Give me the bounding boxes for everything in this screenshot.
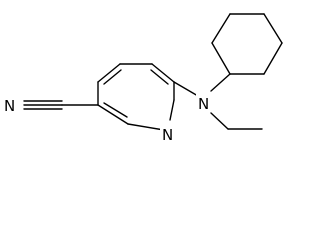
cyclohexyl-bond-4 (263, 13, 283, 44)
bond-amine-cyclohexyl (210, 73, 231, 92)
amine-nitrogen-label: N (198, 95, 209, 113)
amine-substituents (173, 73, 263, 130)
bond-c1-amine (173, 81, 199, 97)
pyridine-ring (97, 63, 175, 131)
bond-c6-c1-inner (150, 69, 169, 85)
bond-c4-c5 (97, 63, 121, 83)
ring-nitrogen-label: N (162, 126, 173, 144)
nitrile-group (23, 100, 99, 110)
chemical-structure-figure: N N N (2, 13, 283, 144)
bond-c2-c3-inner (103, 102, 128, 118)
bond-c4-c5-inner (103, 69, 122, 85)
bond-amine-ethyl-ch2 (210, 112, 229, 130)
cyclohexyl-bond-2 (211, 13, 231, 44)
bond-c1-ringn-lower (169, 99, 175, 121)
cyclohexyl-ring (211, 13, 283, 75)
cyclohexyl-bond-5 (263, 42, 283, 75)
molecule-diagram: N N N (2, 13, 283, 144)
bond-c6-c1 (151, 63, 175, 83)
bond-c2-c3 (97, 104, 129, 125)
nitrile-nitrogen-label: N (4, 97, 15, 115)
bond-n-c2 (127, 123, 165, 131)
cyclohexyl-bond-1 (211, 42, 231, 75)
